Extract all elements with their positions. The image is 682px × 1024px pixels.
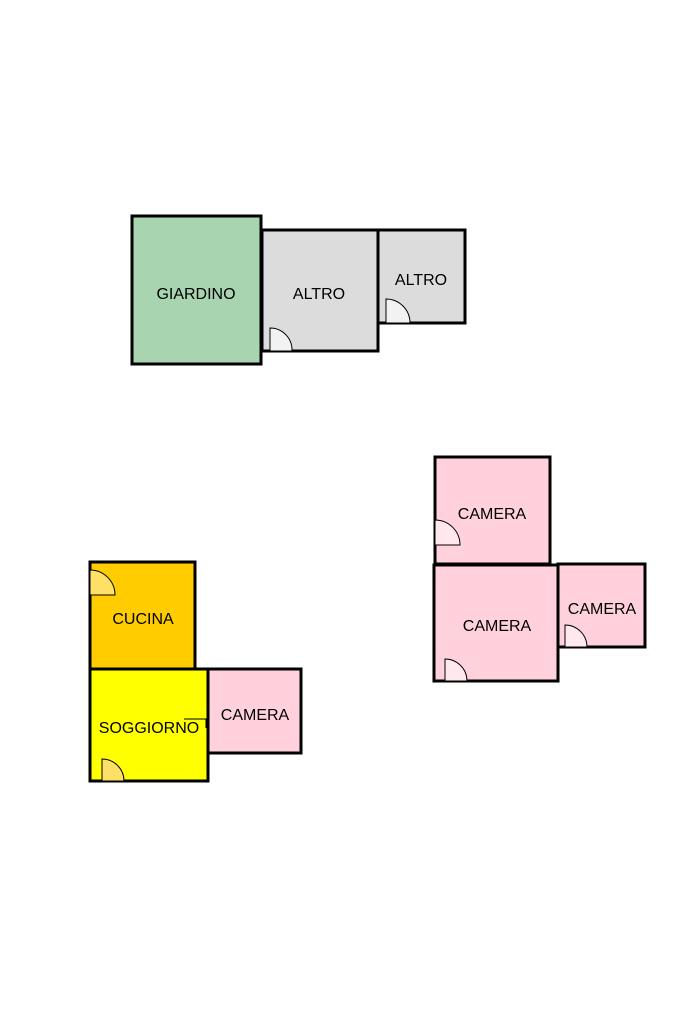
door-icon bbox=[269, 327, 293, 352]
room-camera-1-label: CAMERA bbox=[221, 707, 290, 724]
room-camera-2-shape bbox=[433, 455, 552, 566]
door-icon bbox=[385, 298, 411, 324]
room-camera-1: CAMERA bbox=[206, 667, 303, 755]
room-soggiorno: SOGGIORNO bbox=[88, 667, 210, 783]
door-icon bbox=[564, 624, 588, 648]
room-altro-2-label: ALTRO bbox=[395, 272, 447, 289]
room-altro-1: ALTRO bbox=[260, 228, 380, 353]
room-giardino-label: GIARDINO bbox=[156, 286, 235, 303]
room-camera-1-shape bbox=[206, 667, 303, 755]
room-camera-4-label: CAMERA bbox=[568, 601, 637, 618]
room-camera-3-label: CAMERA bbox=[463, 618, 532, 635]
door-icon bbox=[434, 519, 461, 546]
door-icon bbox=[89, 569, 116, 596]
room-cucina: CUCINA bbox=[88, 560, 197, 671]
room-giardino-shape bbox=[130, 214, 263, 366]
door-icon bbox=[101, 758, 125, 782]
room-camera-3: CAMERA bbox=[432, 563, 560, 683]
room-soggiorno-label: SOGGIORNO bbox=[99, 720, 199, 737]
room-camera-2: CAMERA bbox=[433, 455, 552, 566]
room-altro-2: ALTRO bbox=[376, 228, 467, 325]
door-icon bbox=[444, 658, 468, 682]
room-giardino: GIARDINO bbox=[130, 214, 263, 366]
door-icon bbox=[184, 718, 207, 728]
room-camera-4: CAMERA bbox=[556, 562, 647, 649]
room-cucina-label: CUCINA bbox=[112, 611, 174, 628]
room-camera-2-label: CAMERA bbox=[458, 506, 527, 523]
room-altro-1-label: ALTRO bbox=[293, 286, 345, 303]
